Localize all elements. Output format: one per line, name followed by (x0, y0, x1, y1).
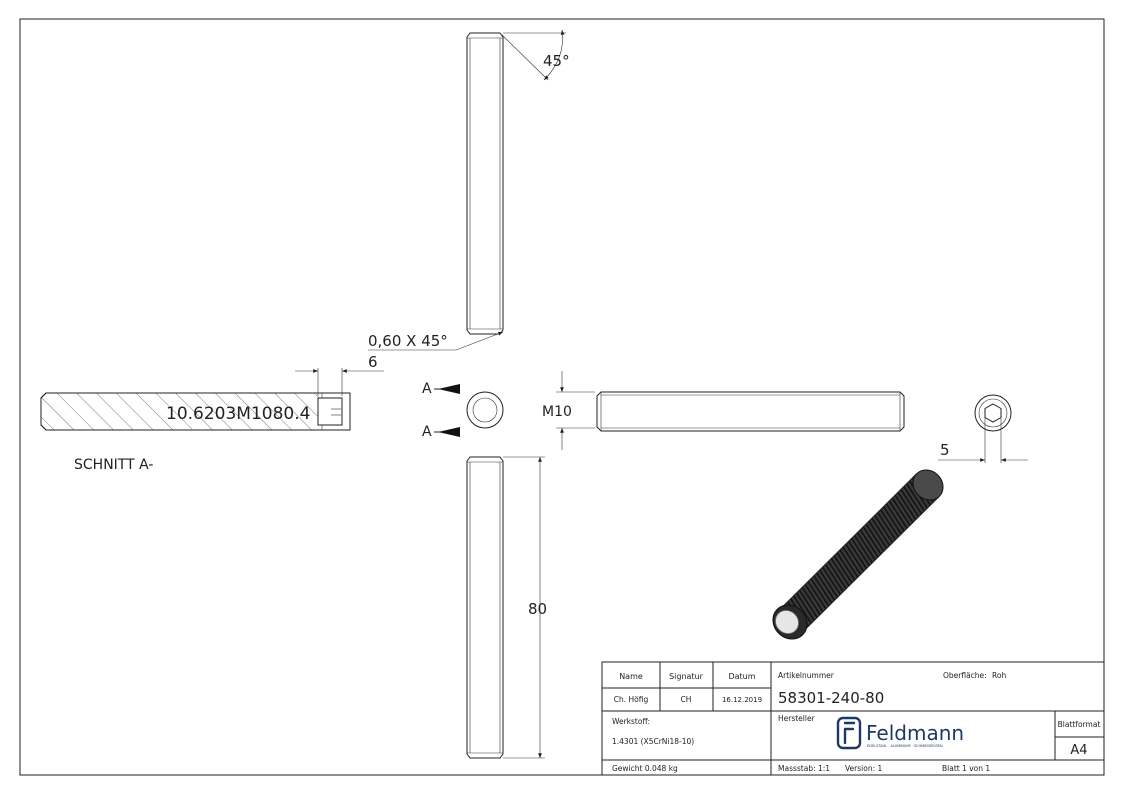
signatur-value: CH (681, 695, 692, 704)
chamfer-dimension-text: 0,60 X 45° (368, 332, 448, 350)
section-marker-top: A (422, 381, 432, 397)
length-dimension-text: 80 (528, 600, 547, 618)
datum-value: 16.12.2019 (722, 696, 762, 704)
artikel-value: 58301-240-80 (778, 689, 884, 707)
werkstoff-label: Werkstoff: (612, 717, 650, 726)
artikel-label: Artikelnummer (778, 671, 835, 680)
blatt-text: Blatt 1 von 1 (942, 764, 990, 773)
horizontal-side-view (596, 391, 905, 432)
isometric-threaded-rod (772, 469, 944, 640)
feldmann-logo-icon (836, 716, 862, 750)
logo-text: Feldmann (866, 721, 964, 745)
top-vertical-view (466, 32, 504, 335)
signatur-header: Signatur (669, 672, 704, 681)
thread-diameter-text: M10 (542, 404, 572, 420)
length-dimension (503, 456, 545, 759)
section-title: SCHNITT A- (74, 457, 153, 473)
angle-dimension-text: 45° (543, 52, 570, 70)
section-marker-bottom: A (422, 424, 432, 440)
section-inner-text: 10.6203M1080.4 (166, 404, 310, 424)
angle-dimension (499, 29, 566, 81)
logo-tagline: EDELSTAHL · ALUMINIUM · SCHMIEDEEISEN (867, 744, 943, 748)
name-value: Ch. Höfig (614, 695, 649, 704)
werkstoff-value: 1.4301 (X5CrNi18-10) (612, 737, 694, 746)
oberflaeche-label: Oberfläche: (943, 671, 987, 680)
thread-diameter-dimension (556, 371, 595, 450)
end-view-hex (974, 394, 1012, 432)
chamfer-leader (368, 331, 504, 351)
hex-width-dimension (938, 418, 1028, 463)
version-text: Version: 1 (845, 764, 882, 773)
bottom-vertical-view (466, 456, 504, 759)
hex-width-text: 5 (940, 441, 950, 459)
blattformat-label: Blattformat (1058, 720, 1101, 729)
gewicht-text: Gewicht 0.048 kg (612, 764, 678, 773)
datum-header: Datum (728, 672, 755, 681)
hersteller-label: Hersteller (778, 714, 816, 723)
drawing-frame (19, 18, 1105, 776)
section-view (40, 392, 351, 431)
name-header: Name (619, 672, 643, 681)
massstab-text: Massstab: 1:1 (778, 764, 830, 773)
blattformat-value: A4 (1070, 743, 1087, 758)
end-view-section-markers (434, 384, 504, 437)
hex-depth-text: 6 (368, 353, 378, 371)
hex-depth-dimension (295, 368, 384, 396)
oberflaeche-value: Roh (992, 671, 1006, 680)
title-block (601, 661, 1105, 776)
